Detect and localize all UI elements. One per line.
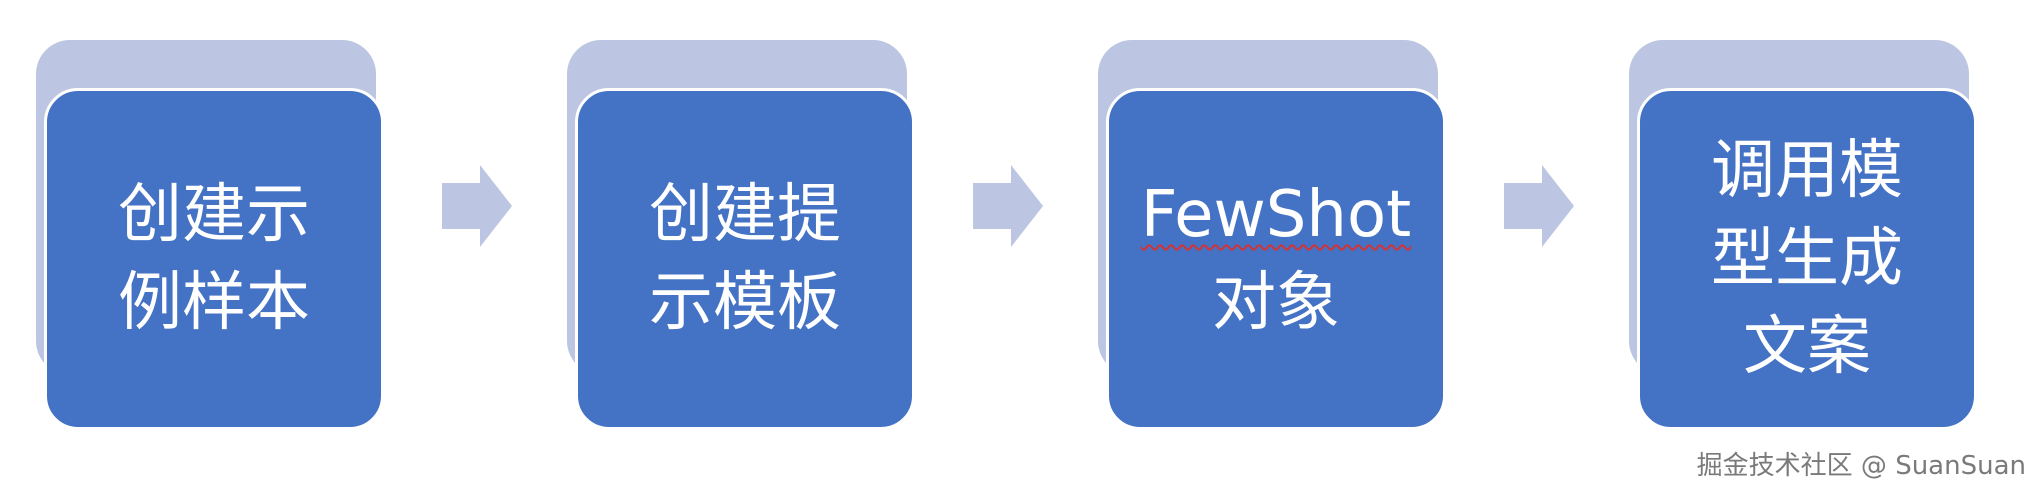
step-3-box: FewShot 对象	[1106, 88, 1446, 430]
step-2: 创建提 示模板	[567, 40, 917, 440]
step-3-line-1: FewShot	[1140, 178, 1412, 252]
step-1-line-2: 例样本	[118, 266, 310, 340]
arrow-right-icon	[442, 165, 512, 247]
arrow-right-icon	[1504, 165, 1574, 247]
step-3: FewShot 对象	[1098, 40, 1448, 440]
step-4-line-2: 型生成	[1711, 222, 1903, 296]
step-2-box: 创建提 示模板	[575, 88, 915, 430]
step-1-box: 创建示 例样本	[44, 88, 384, 430]
step-3-line-2: 对象	[1212, 266, 1340, 340]
step-4: 调用模 型生成 文案	[1629, 40, 1979, 440]
step-2-line-1: 创建提	[649, 178, 841, 252]
arrow-right-icon	[973, 165, 1043, 247]
watermark: 掘金技术社区 @ SuanSuan	[1696, 451, 2026, 481]
step-4-line-3: 文案	[1743, 310, 1871, 384]
step-4-box: 调用模 型生成 文案	[1637, 88, 1977, 430]
step-4-line-1: 调用模	[1711, 134, 1903, 208]
step-1-line-1: 创建示	[118, 178, 310, 252]
step-2-line-2: 示模板	[649, 266, 841, 340]
step-1: 创建示 例样本	[36, 40, 386, 440]
